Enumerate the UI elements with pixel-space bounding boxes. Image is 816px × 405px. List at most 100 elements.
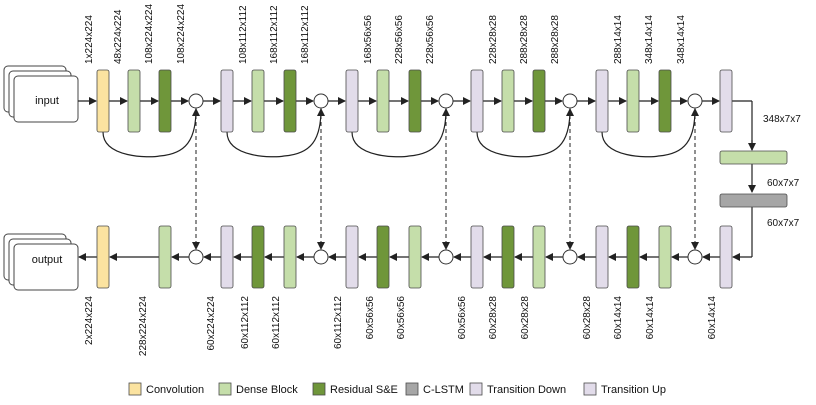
input-stack: input bbox=[3, 65, 79, 123]
encoder-dim-label: 108x112x112 bbox=[238, 5, 249, 64]
encoder-dim-label: 228x56x56 bbox=[394, 15, 405, 64]
encoder-concat-node bbox=[687, 93, 703, 109]
decoder-dim-label: 60x112x112 bbox=[240, 296, 251, 349]
encoder-dim-label: 108x224x224 bbox=[144, 4, 155, 64]
decoder-dim-label: 60x56x56 bbox=[396, 296, 407, 340]
legend-label-residual: Residual S&E bbox=[330, 384, 398, 396]
output-stack: output bbox=[3, 233, 79, 291]
decoder-dim-label: 228x224x224 bbox=[138, 296, 149, 356]
encoder-transition-down bbox=[220, 69, 234, 133]
decoder-transition-up bbox=[719, 225, 733, 289]
encoder-skip-arc bbox=[476, 108, 574, 158]
encoder-transition-down bbox=[595, 69, 609, 133]
encoder-dim-label: 228x56x56 bbox=[425, 15, 436, 64]
decoder-residual-se bbox=[376, 225, 390, 289]
decoder-concat-node bbox=[313, 249, 329, 265]
decoder-dim-label: 60x14x14 bbox=[707, 296, 718, 340]
bottleneck-dense-block bbox=[719, 150, 788, 165]
decoder-dense-block bbox=[658, 225, 672, 289]
bottleneck-dim-label: 60x7x7 bbox=[767, 218, 800, 229]
legend-swatch-transition-up bbox=[583, 382, 597, 396]
decoder-dim-label: 60x14x14 bbox=[645, 296, 656, 340]
decoder-dim-label: 2x224x224 bbox=[84, 296, 95, 345]
decoder-transition-up bbox=[220, 225, 234, 289]
decoder-dim-label: 60x56x56 bbox=[457, 296, 468, 340]
decoder-residual-se bbox=[501, 225, 515, 289]
legend-label-clstm: C-LSTM bbox=[423, 384, 464, 396]
decoder-transition-up bbox=[345, 225, 359, 289]
encoder-dim-label: 108x224x224 bbox=[176, 4, 187, 64]
encoder-dim-label: 288x28x28 bbox=[519, 15, 530, 64]
legend-label-transition-down: Transition Down bbox=[487, 384, 566, 396]
encoder-residual-se bbox=[408, 69, 422, 133]
encoder-concat-node bbox=[562, 93, 578, 109]
decoder-dim-label: 60x224x224 bbox=[206, 296, 217, 351]
decoder-transition-up bbox=[470, 225, 484, 289]
legend-swatch-transition-down bbox=[469, 382, 483, 396]
decoder-dense-block bbox=[283, 225, 297, 289]
encoder-concat-node bbox=[313, 93, 329, 109]
decoder-dim-label: 60x14x14 bbox=[613, 296, 624, 340]
decoder-concat-node bbox=[188, 249, 204, 265]
encoder-concat-node bbox=[438, 93, 454, 109]
encoder-concat-node bbox=[188, 93, 204, 109]
decoder-dense-block bbox=[532, 225, 546, 289]
bottleneck-dim-label: 60x7x7 bbox=[767, 178, 800, 189]
decoder-dense-block bbox=[408, 225, 422, 289]
decoder-dim-label: 60x28x28 bbox=[582, 296, 593, 340]
encoder-skip-arc bbox=[102, 108, 200, 158]
decoder-dim-label: 60x28x28 bbox=[520, 296, 531, 340]
blocks bbox=[96, 69, 788, 289]
bottleneck-clstm bbox=[719, 193, 788, 208]
encoder-skip-arc bbox=[351, 108, 450, 158]
output-box bbox=[13, 243, 79, 291]
encoder-dim-label: 288x28x28 bbox=[550, 15, 561, 64]
encoder-dim-label: 168x112x112 bbox=[269, 5, 280, 64]
input-box bbox=[13, 75, 79, 123]
encoder-dense-block bbox=[376, 69, 390, 133]
encoder-dim-label: 348x14x14 bbox=[644, 15, 655, 64]
encoder-residual-se bbox=[658, 69, 672, 133]
legend-label-transition-up: Transition Up bbox=[601, 384, 666, 396]
encoder-dense-block bbox=[127, 69, 141, 133]
decoder-concat-node bbox=[687, 249, 703, 265]
decoder-dim-label: 60x56x56 bbox=[365, 296, 376, 340]
encoder-transition-down bbox=[470, 69, 484, 133]
legend-swatch-residual bbox=[312, 382, 326, 396]
encoder-residual-se bbox=[158, 69, 172, 133]
encoder-convolution bbox=[96, 69, 110, 133]
legend-swatch-dense-block bbox=[218, 382, 232, 396]
encoder-skip-arc bbox=[601, 108, 699, 158]
legend-swatch-convolution bbox=[128, 382, 142, 396]
encoder-dim-label: 288x14x14 bbox=[613, 15, 624, 64]
encoder-dense-block bbox=[251, 69, 265, 133]
decoder-residual-se bbox=[251, 225, 265, 289]
decoder-concat-node bbox=[438, 249, 454, 265]
legend: Convolution Dense Block Residual S&E C-L… bbox=[128, 382, 666, 396]
encoder-skip-arc bbox=[226, 108, 325, 158]
legend-swatch-clstm bbox=[405, 382, 419, 396]
encoder-residual-se bbox=[283, 69, 297, 133]
decoder-dim-label: 60x28x28 bbox=[488, 296, 499, 340]
encoder-transition-down bbox=[345, 69, 359, 133]
encoder-dense-block bbox=[501, 69, 515, 133]
connections bbox=[78, 97, 756, 261]
decoder-residual-se bbox=[626, 225, 640, 289]
encoder-dim-label: 168x112x112 bbox=[300, 5, 311, 64]
encoder-dense-block bbox=[626, 69, 640, 133]
encoder-residual-se bbox=[532, 69, 546, 133]
decoder-dense-block bbox=[158, 225, 172, 289]
legend-label-dense-block: Dense Block bbox=[236, 384, 298, 396]
encoder-dim-label: 48x224x224 bbox=[113, 9, 124, 64]
decoder-dim-label: 60x112x112 bbox=[333, 296, 344, 349]
output-label: output bbox=[32, 254, 63, 266]
input-label: input bbox=[35, 95, 59, 107]
encoder-transition-down bbox=[719, 69, 733, 133]
decoder-transition-up bbox=[595, 225, 609, 289]
legend-label-convolution: Convolution bbox=[146, 384, 204, 396]
decoder-convolution bbox=[96, 225, 110, 289]
decoder-concat-node bbox=[562, 249, 578, 265]
bottleneck-dim-label: 348x7x7 bbox=[763, 114, 801, 125]
